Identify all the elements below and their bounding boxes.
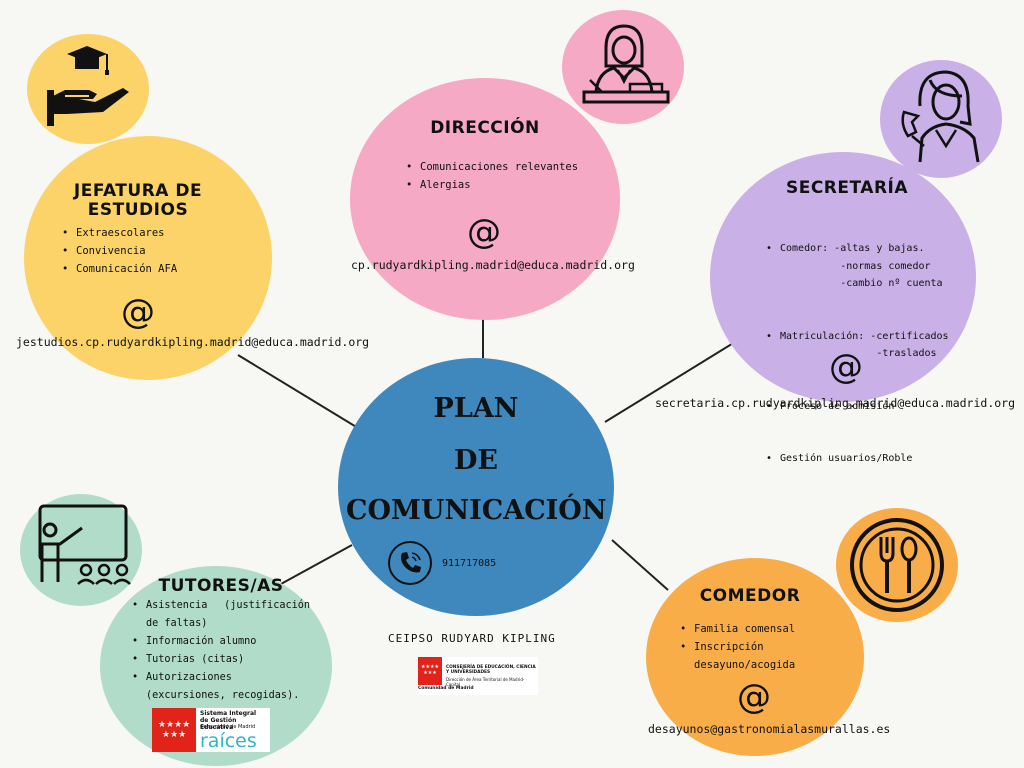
direccion-at-icon: @ bbox=[467, 212, 501, 252]
jefatura-title-line1: JEFATURA DE bbox=[73, 181, 203, 201]
school-name: CEIPSO RUDYARD KIPLING bbox=[388, 632, 556, 645]
comedor-list: Familia comensal Inscripción desayuno/ac… bbox=[678, 620, 818, 674]
phone-icon[interactable] bbox=[388, 541, 432, 585]
list-item: Gestión usuarios/Roble bbox=[764, 450, 970, 468]
madrid-flag: ★★★★★★★ bbox=[418, 657, 442, 685]
list-item: Convivencia bbox=[60, 242, 250, 260]
phone-number[interactable]: 911717085 bbox=[442, 558, 497, 569]
raices-text3: Comunidad de Madrid bbox=[200, 724, 256, 730]
center-circle bbox=[338, 358, 614, 616]
secretaria-title: SECRETARÍA bbox=[785, 178, 909, 198]
teacher-board-icon bbox=[38, 504, 131, 585]
director-desk-icon bbox=[582, 24, 670, 104]
jefatura-email[interactable]: jestudios.cp.rudyardkipling.madrid@educa… bbox=[16, 335, 370, 349]
secretaria-at-icon: @ bbox=[829, 347, 863, 387]
tutores-list: Asistencia (justificación de faltas) Inf… bbox=[130, 597, 310, 705]
comedor-icon-circle bbox=[836, 508, 958, 622]
jefatura-at-icon: @ bbox=[121, 292, 155, 332]
center-title-line2: DE bbox=[454, 445, 498, 476]
comunidad-madrid-logo: ★★★★★★★ Comunidad de Madrid CONSEJERÍA D… bbox=[418, 657, 538, 695]
list-item: Comedor: -altas y bajas. -normas comedor… bbox=[764, 240, 970, 293]
logo-text2: Dirección de Área Territorial de Madrid-… bbox=[446, 677, 525, 687]
direccion-circle bbox=[350, 78, 620, 320]
list-item: Familia comensal bbox=[678, 620, 818, 638]
logo-caption: Comunidad de Madrid bbox=[418, 686, 474, 691]
logo-text1: CONSEJERÍA DE EDUCACIÓN, CIENCIA Y UNIVE… bbox=[446, 665, 536, 675]
list-item: Autorizaciones (excursiones, recogidas). bbox=[130, 669, 310, 705]
direccion-list: Comunicaciones relevantes Alergias bbox=[404, 158, 604, 194]
jefatura-title-line2: ESTUDIOS bbox=[87, 200, 189, 220]
fork-spoon-plate-icon bbox=[850, 518, 944, 612]
graduation-cap-hand-icon bbox=[47, 46, 129, 126]
list-item: Comunicación AFA bbox=[60, 260, 250, 278]
raices-brand: raíces bbox=[200, 730, 257, 752]
comedor-title: COMEDOR bbox=[699, 586, 801, 606]
secretaria-list: Comedor: -altas y bajas. -normas comedor… bbox=[764, 205, 970, 485]
direccion-title: DIRECCIÓN bbox=[430, 118, 540, 138]
list-item: Tutorias (citas) bbox=[130, 651, 310, 669]
secretary-phone-icon bbox=[901, 70, 980, 163]
comedor-email[interactable]: desayunos@gastronomialasmurallas.es bbox=[648, 722, 891, 736]
list-item: Información alumno bbox=[130, 633, 310, 651]
list-item: Proceso de admisión bbox=[764, 398, 970, 416]
list-item: Comunicaciones relevantes bbox=[404, 158, 604, 176]
jefatura-list: Extraescolares Convivencia Comunicación … bbox=[60, 224, 250, 278]
tutores-title: TUTORES/AS bbox=[158, 576, 284, 596]
direccion-email[interactable]: cp.rudyardkipling.madrid@educa.madrid.or… bbox=[351, 258, 635, 272]
secretaria-email[interactable]: secretaria.cp.rudyardkipling.madrid@educ… bbox=[655, 396, 1016, 410]
raices-text2: de Gestión Educativa bbox=[200, 717, 237, 731]
list-item: Matriculación: -certificados -traslados bbox=[764, 328, 970, 363]
madrid-flag: ★★★★★★★ bbox=[152, 708, 196, 752]
comedor-at-icon: @ bbox=[737, 677, 771, 717]
list-item: Alergias bbox=[404, 176, 604, 194]
raices-logo: ★★★★★★★ Sistema Integral de Gestión Educ… bbox=[152, 708, 270, 752]
list-item: Extraescolares bbox=[60, 224, 250, 242]
list-item: Asistencia (justificación de faltas) bbox=[130, 597, 310, 633]
list-item: Inscripción desayuno/acogida bbox=[678, 638, 818, 674]
raices-text1: Sistema Integral bbox=[200, 710, 257, 717]
center-title-line3: COMUNICACIÓN bbox=[346, 495, 607, 526]
center-title-line1: PLAN bbox=[433, 393, 519, 424]
jefatura-title: JEFATURA DE ESTUDIOS bbox=[54, 182, 222, 220]
